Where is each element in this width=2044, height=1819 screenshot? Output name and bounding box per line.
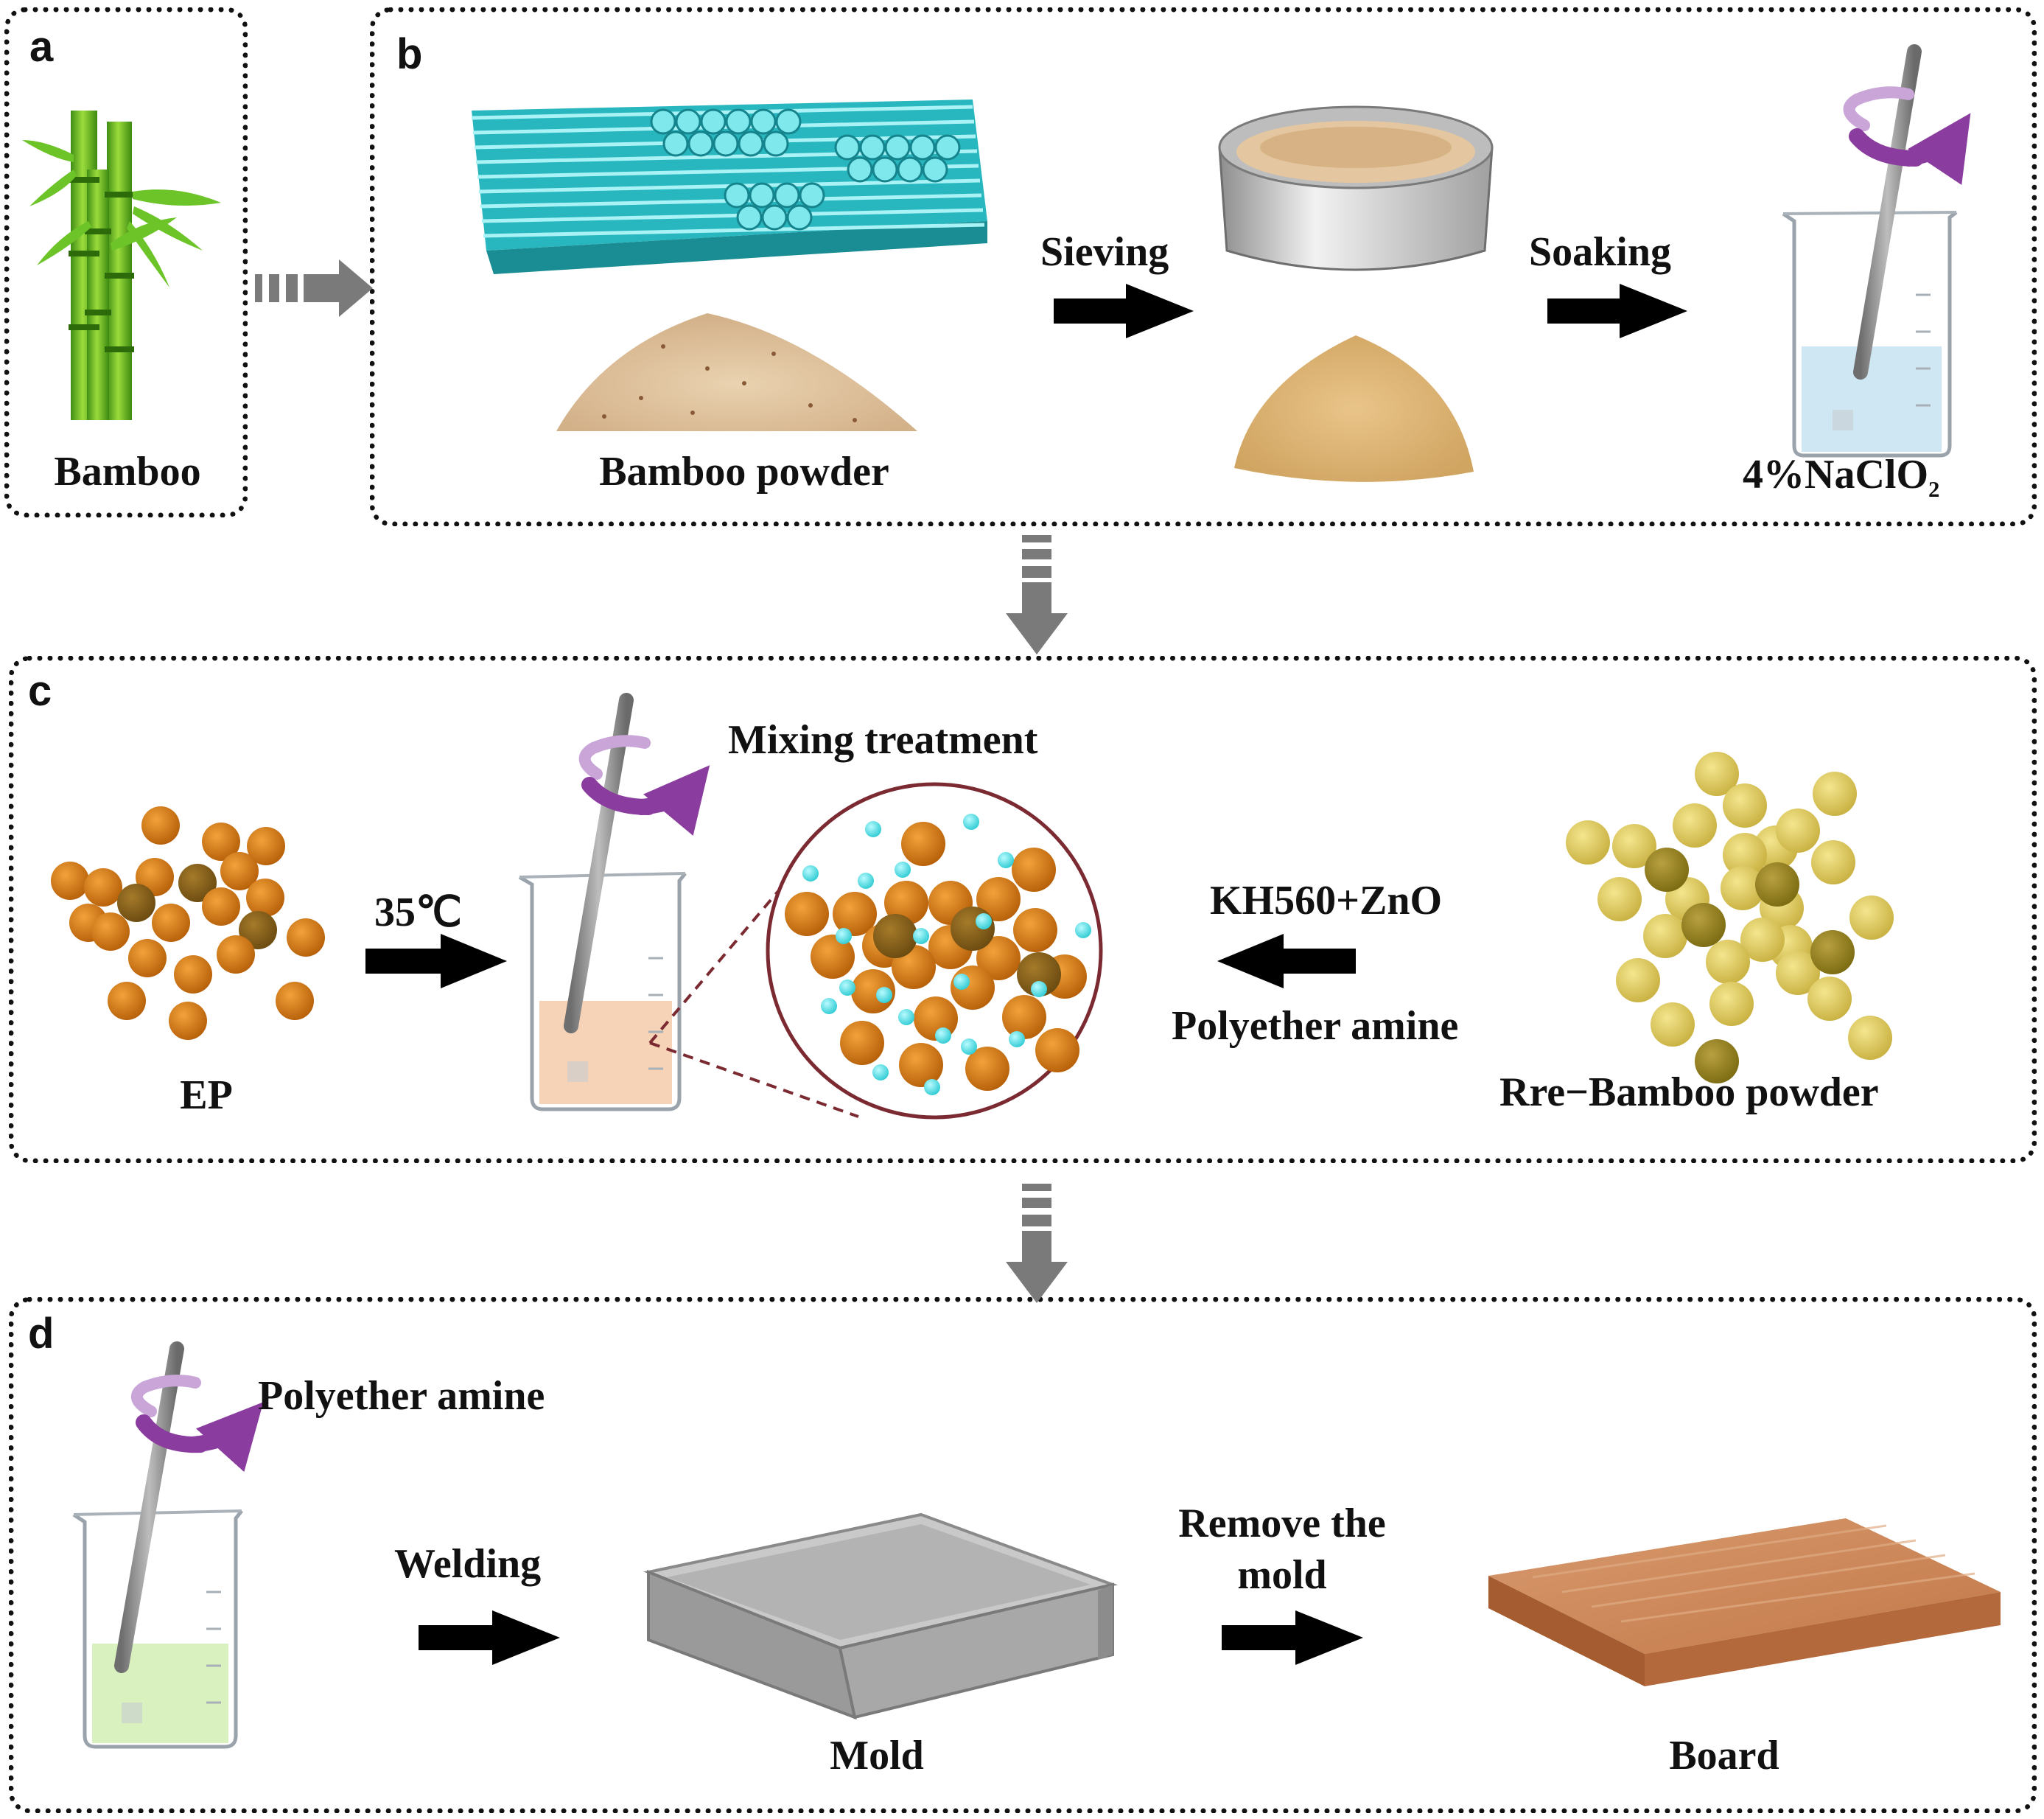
polyether-amine-label-c: Polyether amine bbox=[1172, 1003, 1459, 1049]
temperature-label: 35℃ bbox=[374, 890, 462, 935]
soaking-arrow bbox=[1547, 284, 1687, 338]
curing-beaker-icon bbox=[72, 1341, 264, 1749]
panel-d-frame bbox=[9, 1297, 2037, 1813]
nacio2-beaker-icon bbox=[1782, 44, 1971, 458]
heating-arrow bbox=[365, 934, 507, 988]
soaking-label: Soaking bbox=[1529, 229, 1671, 275]
panel-b-frame bbox=[370, 7, 2037, 526]
bamboo-powder-pile-icon bbox=[556, 313, 917, 431]
panel-a-label: a bbox=[29, 23, 54, 71]
nacio2-label-subscript: 2 bbox=[1928, 477, 1940, 503]
transition-arrow-a-to-b bbox=[255, 259, 373, 317]
bamboo-label: Bamboo bbox=[54, 449, 201, 495]
panel-b-label: b bbox=[396, 30, 423, 78]
mixing-beaker-icon bbox=[518, 693, 710, 1111]
welding-label: Welding bbox=[394, 1541, 542, 1587]
ep-label: EP bbox=[180, 1072, 233, 1118]
nacio2-label-main: 4%NaClO bbox=[1743, 452, 1928, 497]
sieving-label: Sieving bbox=[1040, 229, 1169, 275]
fiber-bundle-icon bbox=[471, 99, 987, 274]
mold-label: Mold bbox=[830, 1733, 924, 1778]
transition-arrow-b-to-c bbox=[1006, 535, 1068, 654]
bamboo-powder-label: Bamboo powder bbox=[599, 449, 889, 495]
transition-arrow-c-to-d bbox=[1006, 1184, 1068, 1303]
welding-arrow bbox=[419, 1610, 560, 1665]
bamboo-icon bbox=[22, 111, 221, 420]
remove-mold-label-line2: mold bbox=[1237, 1552, 1327, 1598]
panel-d-label: d bbox=[28, 1310, 55, 1358]
remove-mold-label-line1: Remove the bbox=[1178, 1501, 1386, 1546]
board-icon bbox=[1488, 1518, 2001, 1686]
additives-arrow bbox=[1217, 934, 1356, 988]
sieve-bowl-icon bbox=[1218, 105, 1494, 271]
board-label: Board bbox=[1669, 1733, 1779, 1778]
mold-icon bbox=[643, 1512, 1118, 1720]
polyether-amine-label-d: Polyether amine bbox=[258, 1373, 545, 1419]
zoom-lines bbox=[648, 865, 859, 1118]
rre-bamboo-particle-cluster bbox=[1566, 752, 1894, 1083]
sieving-arrow bbox=[1054, 284, 1194, 338]
panel-a-frame bbox=[4, 7, 248, 517]
mixing-treatment-label: Mixing treatment bbox=[728, 717, 1038, 763]
panel-c-frame bbox=[9, 656, 2037, 1163]
ep-particle-cluster bbox=[51, 806, 325, 1040]
additives-label: KH560+ZnO bbox=[1210, 878, 1443, 924]
panel-c-label: c bbox=[28, 667, 52, 715]
nacio2-label: 4%NaClO2 bbox=[1743, 451, 1939, 503]
magnified-mixture-view bbox=[766, 782, 1103, 1120]
sieved-powder-icon bbox=[1234, 335, 1474, 482]
rre-bamboo-powder-label: Rre−Bamboo powder bbox=[1499, 1069, 1879, 1115]
remove-mold-arrow bbox=[1222, 1610, 1363, 1665]
